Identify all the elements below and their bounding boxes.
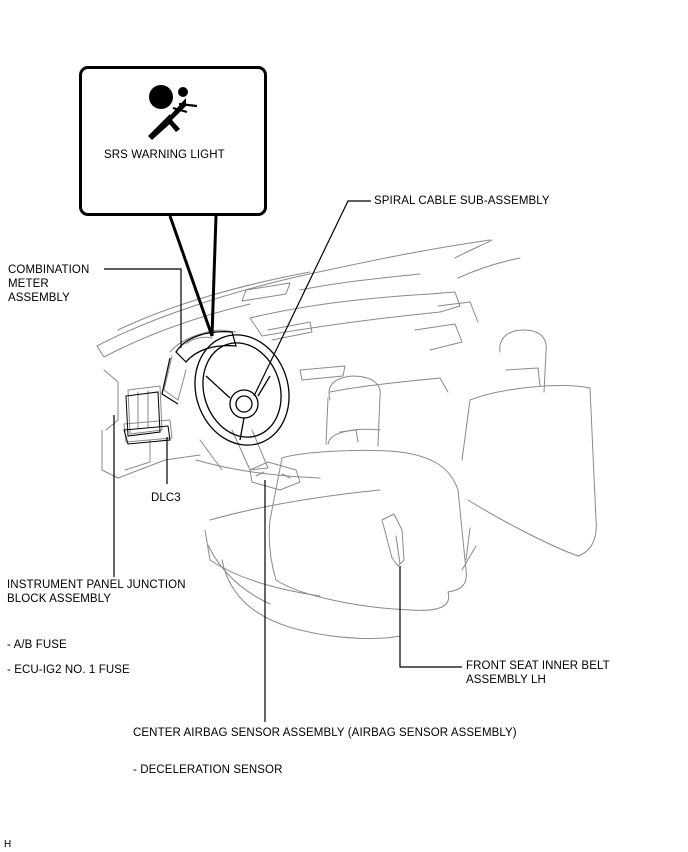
- center-airbag-sensor-label: CENTER AIRBAG SENSOR ASSEMBLY (AIRBAG SE…: [133, 727, 517, 739]
- corner-code: H: [4, 839, 12, 850]
- leader-lines: [104, 200, 462, 722]
- front-seat-belt-label-line2: ASSEMBLY LH: [466, 674, 546, 686]
- ab-fuse-label: - A/B FUSE: [7, 639, 67, 651]
- dlc3-label: DLC3: [151, 492, 181, 504]
- ecu-ig2-fuse-label: - ECU-IG2 NO. 1 FUSE: [7, 664, 130, 676]
- steering-wheel-drawing: [194, 334, 290, 446]
- combination-meter-label-line2: METER: [8, 278, 49, 290]
- junction-block-label-line1: INSTRUMENT PANEL JUNCTION: [7, 579, 186, 591]
- spiral-cable-label: SPIRAL CABLE SUB-ASSEMBLY: [374, 195, 550, 207]
- srs-warning-light-label: SRS WARNING LIGHT: [104, 149, 225, 161]
- srs-warning-callout: [79, 66, 267, 216]
- junction-block-drawing: [123, 391, 171, 445]
- dashboard-sketch: [96, 239, 597, 639]
- front-seat-belt-label-line1: FRONT SEAT INNER BELT: [466, 660, 610, 672]
- combination-meter-label-line3: ASSEMBLY: [8, 292, 70, 304]
- combination-meter-drawing: [161, 331, 237, 405]
- airbag-warning-icon: [148, 85, 198, 140]
- combination-meter-label-line1: COMBINATION: [8, 264, 90, 276]
- junction-block-label-line2: BLOCK ASSEMBLY: [7, 593, 112, 605]
- deceleration-sensor-label: - DECELERATION SENSOR: [133, 764, 283, 776]
